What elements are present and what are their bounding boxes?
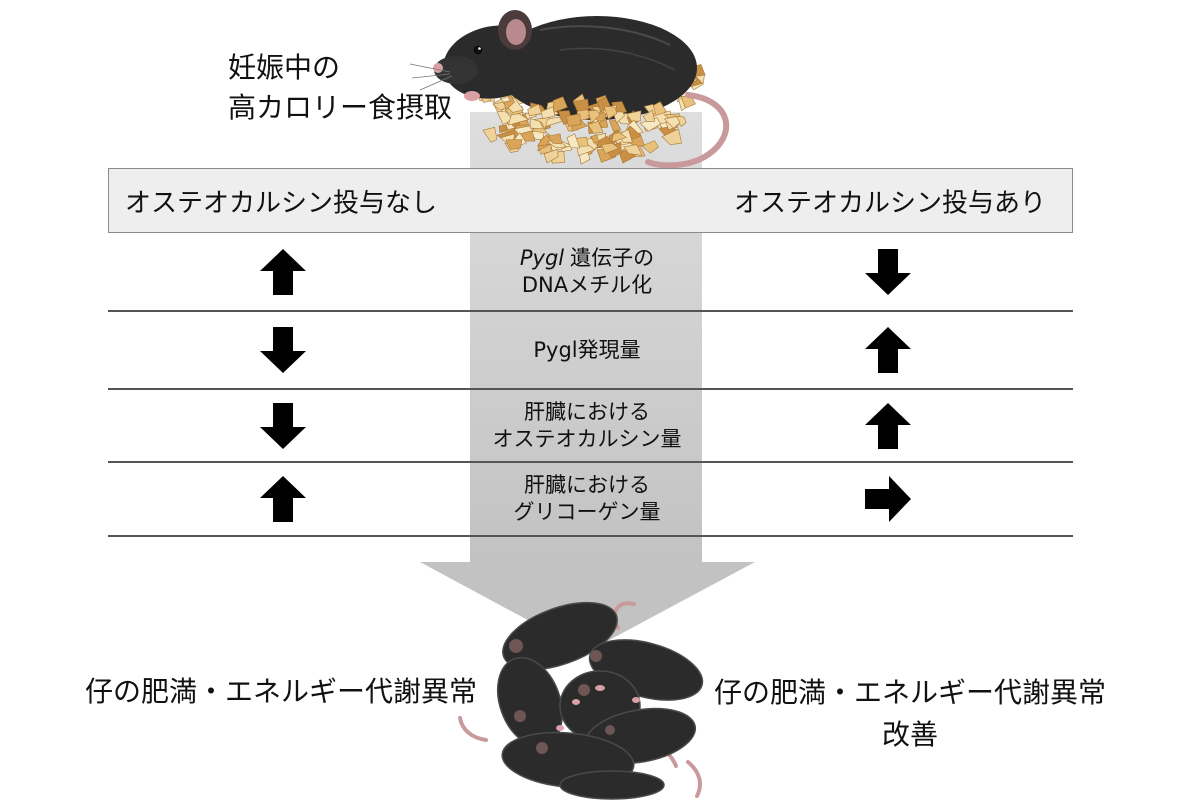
pup-bodies — [496, 601, 704, 800]
food-chip — [611, 132, 628, 143]
food-chip — [623, 144, 643, 156]
row-label: 肝臓における グリコーゲン量 — [437, 463, 737, 535]
outcome-right-label: 仔の肥満・エネルギー代謝異常 改善 — [712, 672, 1108, 756]
row-label: Pygl発現量 — [437, 312, 737, 388]
arrow-down-icon — [864, 248, 912, 296]
comparison-row: 肝臓における オステオカルシン量 — [108, 390, 1073, 463]
food-chip — [545, 116, 563, 127]
food-chip — [661, 128, 682, 146]
food-chip — [680, 95, 696, 109]
arrow-down-icon — [259, 402, 307, 450]
comparison-row: Pygl発現量 — [108, 312, 1073, 390]
mouse-paw — [464, 91, 480, 101]
food-chip — [603, 105, 618, 120]
arrow-up-icon — [864, 326, 912, 374]
condition-header: オステオカルシン投与なし オステオカルシン投与あり — [108, 168, 1073, 233]
row-label-line2: DNAメチル化 — [521, 272, 653, 297]
outcome-right-line2: 改善 — [881, 718, 938, 751]
arrow-up-icon — [864, 402, 912, 450]
pregnant-mouse-illustration — [409, 10, 730, 169]
arrow-up-icon — [259, 475, 307, 523]
food-chip — [529, 118, 544, 130]
food-chip — [552, 96, 568, 113]
mouse-body — [497, 16, 697, 120]
food-chip — [587, 121, 604, 134]
food-chip — [565, 113, 582, 127]
food-chip — [547, 133, 563, 145]
outcome-right-line1: 仔の肥満・エネルギー代謝異常 — [713, 676, 1106, 709]
food-chip — [587, 110, 601, 124]
arrow-up-icon — [259, 248, 307, 296]
header-right-label: オステオカルシン投与あり — [733, 188, 1046, 218]
food-chip — [642, 109, 656, 123]
mouse-eye — [473, 45, 483, 55]
pup-paws — [556, 685, 640, 731]
row-label-line1: 肝臓における — [524, 473, 650, 497]
top-caption: 妊娠中の 高カロリー食摂取 — [228, 48, 452, 128]
food-chip — [505, 139, 523, 150]
gene-name: Pygl — [519, 245, 565, 270]
row-label-line2: グリコーゲン量 — [513, 500, 661, 524]
row-label: 肝臓における オステオカルシン量 — [437, 390, 737, 461]
food-chip — [663, 116, 681, 129]
row-label-line1: Pygl発現量 — [533, 337, 641, 362]
food-chip — [507, 113, 530, 126]
comparison-row: 肝臓における グリコーゲン量 — [108, 463, 1073, 537]
mouse-snout — [434, 56, 478, 84]
food-chip — [572, 98, 590, 112]
pup-ears — [509, 639, 615, 754]
food-pile-front — [482, 93, 687, 165]
outcome-left-label: 仔の肥満・エネルギー代謝異常 — [85, 675, 478, 708]
food-chip — [641, 140, 659, 154]
row-label-line2: オステオカルシン量 — [492, 426, 682, 451]
mouse-whiskers — [409, 63, 453, 91]
arrow-right-icon — [864, 475, 912, 523]
mouse-pups-illustration — [458, 601, 704, 800]
row-label-line1: 肝臓における — [524, 399, 650, 424]
food-chip — [590, 134, 600, 144]
header-left-label: オステオカルシン投与なし — [125, 188, 438, 218]
food-chip — [496, 110, 514, 126]
arrow-down-icon — [259, 326, 307, 374]
food-chip — [566, 133, 581, 149]
food-chip — [482, 126, 498, 143]
top-caption-line2: 高カロリー食摂取 — [228, 91, 453, 124]
row-label-text: 遺伝子の — [570, 245, 655, 270]
food-chip — [639, 117, 662, 132]
food-chip — [527, 103, 543, 117]
top-caption-line1: 妊娠中の — [228, 51, 341, 84]
food-chip — [608, 120, 622, 132]
food-chip — [543, 148, 559, 164]
food-chip — [601, 142, 620, 155]
mouse-tail — [645, 92, 730, 169]
